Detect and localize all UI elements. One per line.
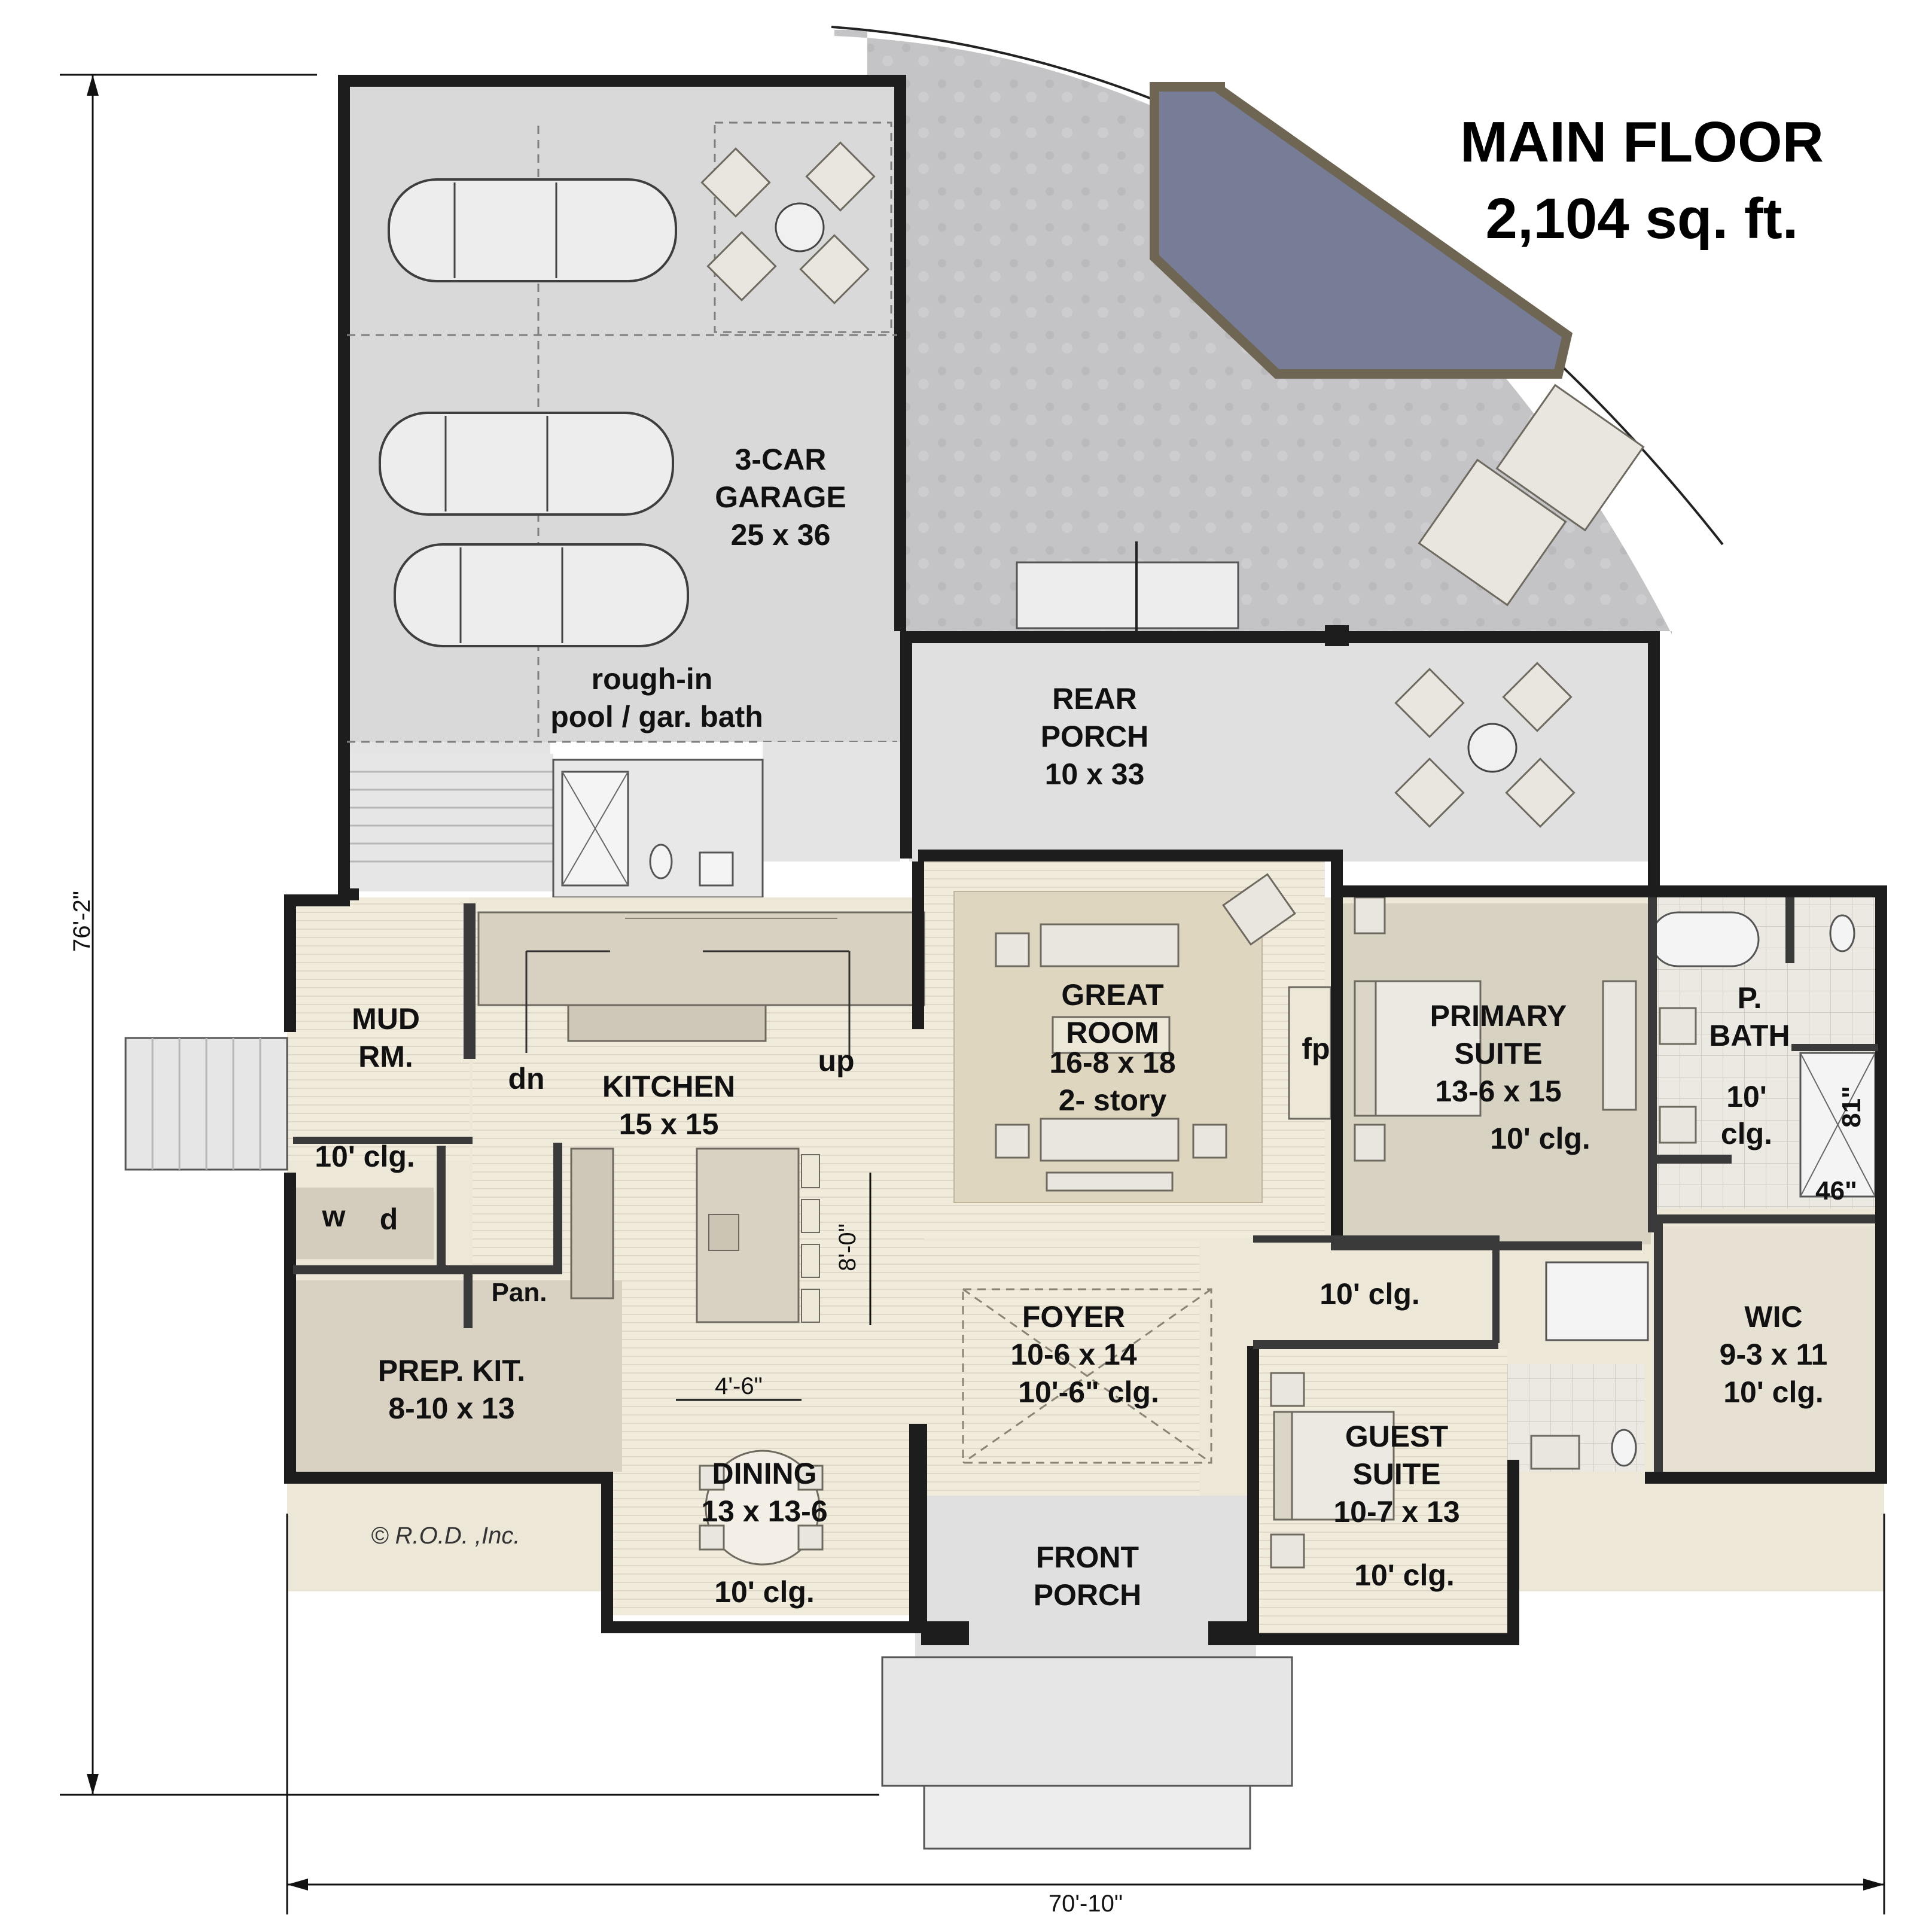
mud-ceiling: 10' clg. <box>315 1140 415 1173</box>
guest-furniture <box>1270 1372 1395 1569</box>
guest-size: 10-7 x 13 <box>1333 1495 1459 1529</box>
rear-porch-name-1: REAR <box>1052 682 1137 716</box>
title-line2: 2,104 sq. ft. <box>1486 187 1799 251</box>
pbath-ceiling-1: 10' <box>1726 1080 1767 1113</box>
dryer-label: d <box>380 1203 398 1236</box>
great-room-name-1: GREAT <box>1061 978 1163 1012</box>
patio-lounge-chairs <box>1418 383 1645 607</box>
mud-name-1: MUD <box>352 1002 420 1036</box>
kitchen-size: 15 x 15 <box>619 1107 719 1141</box>
garage-name-2: GARAGE <box>715 480 846 514</box>
wic-name: WIC <box>1744 1300 1802 1334</box>
interior-walls <box>293 897 1878 1472</box>
stair-up-label: up <box>818 1044 854 1077</box>
front-porch-name-1: FRONT <box>1036 1541 1139 1574</box>
wic-ceiling: 10' clg. <box>1723 1375 1824 1409</box>
dimension-shower-height: 81" <box>1837 1086 1866 1128</box>
front-steps-2 <box>923 1785 1251 1850</box>
foyer-ceiling: 10'-6" clg. <box>1018 1375 1159 1409</box>
dimension-island: 8'-0" <box>834 1223 861 1271</box>
prep-size: 8-10 x 13 <box>388 1392 514 1425</box>
dining-table <box>699 1450 824 1566</box>
great-room-size: 16-8 x 18 <box>1049 1046 1175 1079</box>
rear-porch-name-2: PORCH <box>1041 720 1149 753</box>
title-line1: MAIN FLOOR <box>1460 110 1824 174</box>
house-walls <box>284 850 1887 1645</box>
guest-ceiling: 10' clg. <box>1354 1558 1455 1592</box>
pbath-name-1: P. <box>1738 981 1762 1015</box>
primary-size: 13-6 x 15 <box>1435 1074 1561 1108</box>
dimension-lines <box>60 74 1885 1914</box>
garage-entry-steps <box>350 754 553 891</box>
garage-table-set <box>700 141 876 305</box>
wic-size: 9-3 x 11 <box>1720 1338 1828 1371</box>
dining-name: DINING <box>712 1457 817 1490</box>
foyer-name: FOYER <box>1022 1300 1125 1334</box>
copyright: © R.O.D. ,Inc. <box>371 1523 520 1549</box>
primary-ceiling: 10' clg. <box>1490 1122 1590 1155</box>
fireplace-label: fp <box>1302 1032 1330 1066</box>
garage-note-2: pool / gar. bath <box>550 700 763 733</box>
great-room-name-2: ROOM <box>1066 1016 1159 1049</box>
garage-size: 25 x 36 <box>731 518 831 552</box>
step-lines <box>350 771 553 863</box>
dimension-width: 70'-10" <box>1049 1891 1123 1917</box>
rear-porch-size: 10 x 33 <box>1045 757 1145 791</box>
wic-floor <box>1663 1226 1878 1472</box>
garage-walls <box>338 75 906 894</box>
prep-floor <box>287 1280 622 1472</box>
foyer-wood <box>924 1241 1199 1499</box>
primary-furniture <box>1354 896 1637 1162</box>
guest-name-2: SUITE <box>1352 1457 1440 1491</box>
mud-name-2: RM. <box>358 1040 413 1073</box>
garage-note-1: rough-in <box>592 662 713 696</box>
foyer-size: 10-6 x 14 <box>1010 1338 1136 1371</box>
dining-size: 13 x 13-6 <box>701 1494 827 1528</box>
primary-name-1: PRIMARY <box>1430 999 1567 1033</box>
mudroom-wood <box>287 897 470 1161</box>
island-stools <box>801 1154 820 1323</box>
rear-porch-table-set <box>1394 662 1576 828</box>
primary-name-2: SUITE <box>1454 1037 1542 1070</box>
laundry-floor <box>287 1188 434 1259</box>
dimension-depth: 76'-2" <box>69 891 95 952</box>
kitchen-island <box>696 1147 800 1323</box>
dining-ceiling: 10' clg. <box>714 1575 815 1609</box>
stairs <box>477 911 925 1006</box>
prep-name: PREP. KIT. <box>378 1354 525 1387</box>
pbath-ceiling-2: clg. <box>1721 1117 1772 1150</box>
front-porch-floor <box>915 1496 1256 1657</box>
dimension-shower-width: 46" <box>1815 1176 1857 1206</box>
kitchen-range <box>570 1147 614 1299</box>
guest-bath-fixtures <box>1530 1261 1649 1470</box>
patio-steps <box>1016 561 1239 629</box>
kitchen-name: KITCHEN <box>602 1070 735 1103</box>
stair-down-label: dn <box>508 1062 544 1095</box>
primary-bath-fixtures <box>1650 911 1876 1198</box>
pool <box>1150 82 1573 379</box>
hall-ceiling: 10' clg. <box>1320 1277 1420 1311</box>
pbath-name-2: BATH <box>1709 1019 1790 1052</box>
washer-label: w <box>322 1200 346 1233</box>
greatroom-furniture <box>995 873 1296 1192</box>
dimension-counter-gap: 4'-6" <box>715 1373 763 1399</box>
front-porch-name-2: PORCH <box>1034 1578 1142 1612</box>
guest-name-1: GUEST <box>1345 1420 1448 1453</box>
garage-cars <box>379 178 689 647</box>
pantry-label: Pan. <box>492 1278 547 1307</box>
front-steps-1 <box>881 1656 1293 1787</box>
garage-name-1: 3-CAR <box>735 443 827 476</box>
great-room-note: 2- story <box>1059 1083 1167 1117</box>
